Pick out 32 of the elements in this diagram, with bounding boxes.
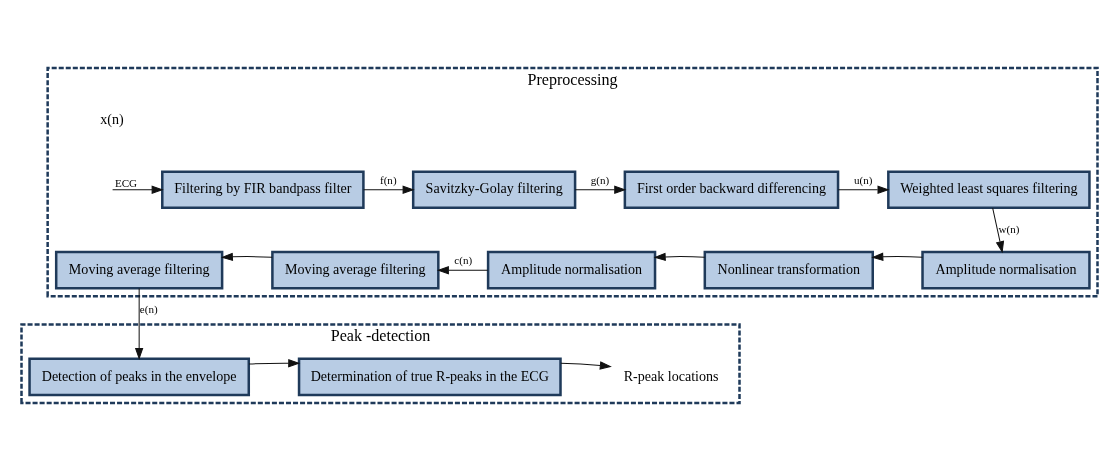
arrow — [112, 185, 164, 194]
arrow — [653, 252, 706, 262]
node-box: Savitzky-Golay filtering — [411, 170, 577, 210]
label: x(n) — [100, 111, 124, 128]
arrow — [220, 252, 273, 262]
node-box: First order backward differencing — [623, 170, 840, 210]
arrow — [436, 265, 489, 275]
edge-label: c(n) — [454, 253, 473, 266]
node-box: Determination of true R-peaks in the ECG — [297, 357, 562, 397]
arrow — [871, 252, 923, 262]
edge-label: f(n) — [380, 173, 397, 186]
arrow — [992, 207, 1005, 254]
node-box: Moving average filtering — [54, 250, 224, 290]
node-box: Weighted least squares filtering — [887, 170, 1091, 210]
edge-label: u(n) — [853, 173, 873, 186]
arrow — [248, 359, 301, 368]
edge-label: e(n) — [139, 303, 158, 316]
arrow — [560, 361, 612, 370]
node-box: Moving average filtering — [271, 250, 440, 290]
node-box: Amplitude normalisation — [921, 250, 1091, 290]
node-box: Nonlinear transformation — [703, 250, 874, 290]
arrow — [134, 287, 144, 360]
arrow — [574, 185, 627, 194]
node-box: Detection of peaks in the envelope — [28, 357, 251, 397]
arrow — [363, 185, 415, 194]
node-box: Filtering by FIR bandpass filter — [161, 170, 365, 210]
node-box: Amplitude normalisation — [486, 250, 657, 290]
edge-label: w(n) — [998, 222, 1020, 235]
edge-label: g(n) — [590, 173, 610, 186]
node-text: R-peak locations — [623, 367, 719, 384]
edge-label: ECG — [114, 176, 138, 189]
arrow — [837, 185, 890, 194]
